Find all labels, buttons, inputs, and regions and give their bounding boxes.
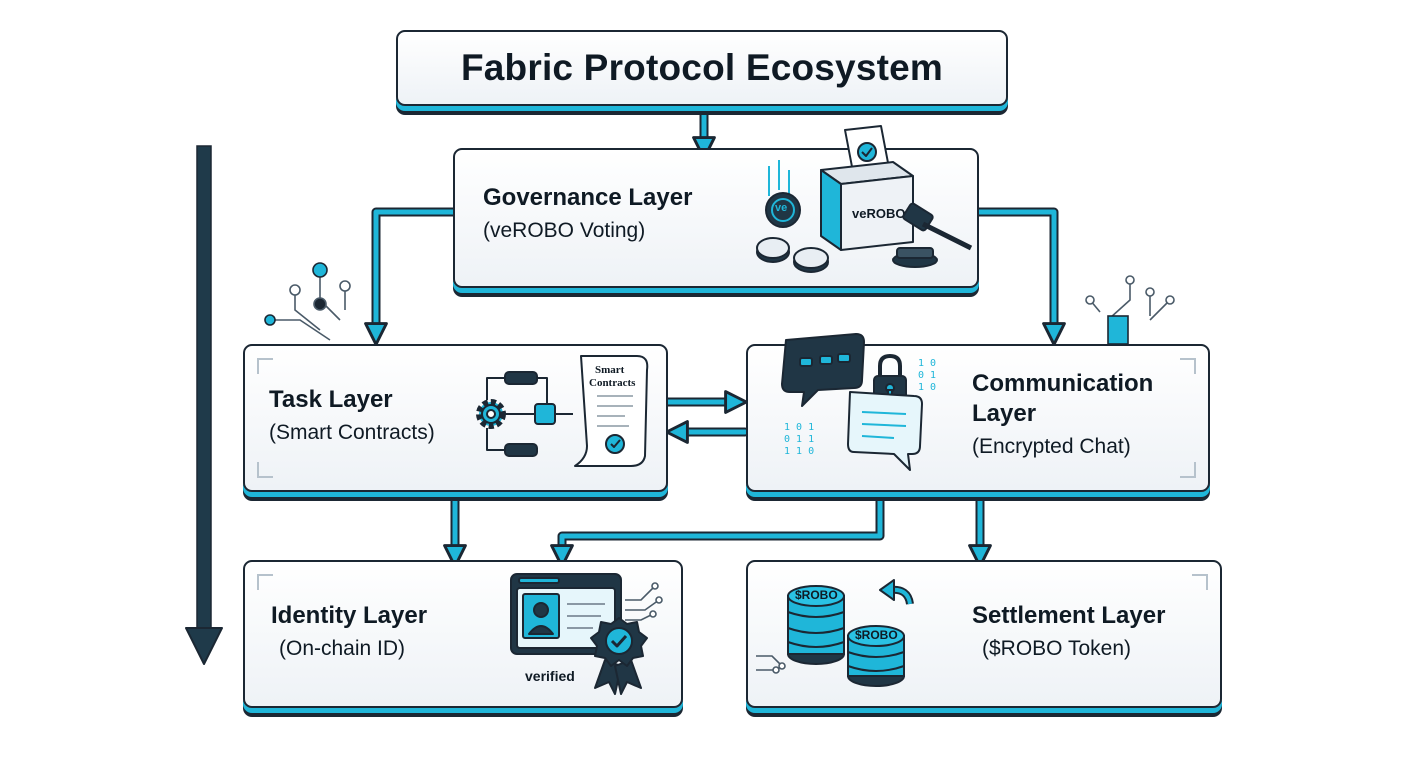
coin-stack-icon [787, 579, 914, 687]
communication-layer-name-line2: Layer [972, 400, 1037, 427]
gear-icon [476, 399, 506, 429]
gavel-icon [892, 202, 973, 268]
circuit-lines-icon [756, 655, 786, 674]
arrow-communication-to-identity [557, 495, 885, 561]
chat-bubble-icon [781, 333, 865, 407]
circuit-lines-icon [264, 262, 1175, 345]
hierarchy-arrow [185, 145, 223, 665]
settlement-layer-card: Settlement Layer ($ROBO Token) $ROBO $RO… [746, 560, 1222, 708]
svg-text:1 1 0: 1 1 0 [784, 446, 814, 457]
task-layer-sub: (Smart Contracts) [269, 421, 435, 444]
contract-scroll-icon [574, 355, 649, 467]
contract-title-line1: Smart [595, 364, 625, 376]
arrow-governance-to-communication [973, 207, 1059, 339]
task-layer-name: Task Layer [269, 386, 393, 413]
svg-text:1 0: 1 0 [918, 358, 936, 369]
ballot-box-label: veROBO [852, 206, 906, 221]
settlement-layer-sub: ($ROBO Token) [982, 637, 1131, 660]
coin-label-bottom: $ROBO [855, 628, 898, 642]
circuit-lines-icon [625, 582, 663, 621]
task-layer-card: Task Layer (Smart Contracts) Smart Contr… [243, 344, 668, 492]
chat-bubble-icon [847, 391, 923, 471]
identity-layer-name: Identity Layer [271, 602, 428, 629]
svg-text:1 0 1: 1 0 1 [784, 422, 814, 433]
diagram-title: Fabric Protocol Ecosystem [396, 30, 1008, 106]
coin-icon [756, 160, 829, 273]
communication-layer-sub: (Encrypted Chat) [972, 435, 1131, 458]
svg-text:1 0: 1 0 [918, 382, 936, 393]
ballot-box-icon [820, 125, 914, 251]
communication-layer-card: Communication Layer (Encrypted Chat) 1 0… [746, 333, 1210, 492]
governance-layer-sub: (veROBO Voting) [483, 219, 646, 242]
id-card-icon [510, 573, 622, 655]
verified-label: verified [525, 668, 575, 684]
svg-text:0 1: 0 1 [918, 370, 936, 381]
contract-title-line2: Contracts [589, 377, 636, 389]
governance-layer-card: Governance Layer (veROBO Voting) ve veRO… [453, 125, 979, 288]
governance-layer-name: Governance Layer [483, 184, 693, 211]
identity-layer-sub: (On-chain ID) [279, 637, 406, 660]
ve-token-label: ve [775, 202, 788, 214]
svg-text:0 1 1: 0 1 1 [784, 434, 814, 445]
communication-layer-name-line1: Communication [972, 370, 1154, 397]
binary-stream-icon: 1 0 10 1 11 1 0 1 00 11 0 [784, 358, 936, 457]
coin-label-top: $ROBO [795, 588, 838, 602]
verified-badge-icon [590, 617, 648, 695]
identity-layer-card: Identity Layer (On-chain ID) verified [243, 560, 683, 708]
arrow-governance-to-task [371, 207, 460, 339]
flowchart-icon [486, 371, 573, 457]
settlement-layer-name: Settlement Layer [972, 602, 1166, 629]
